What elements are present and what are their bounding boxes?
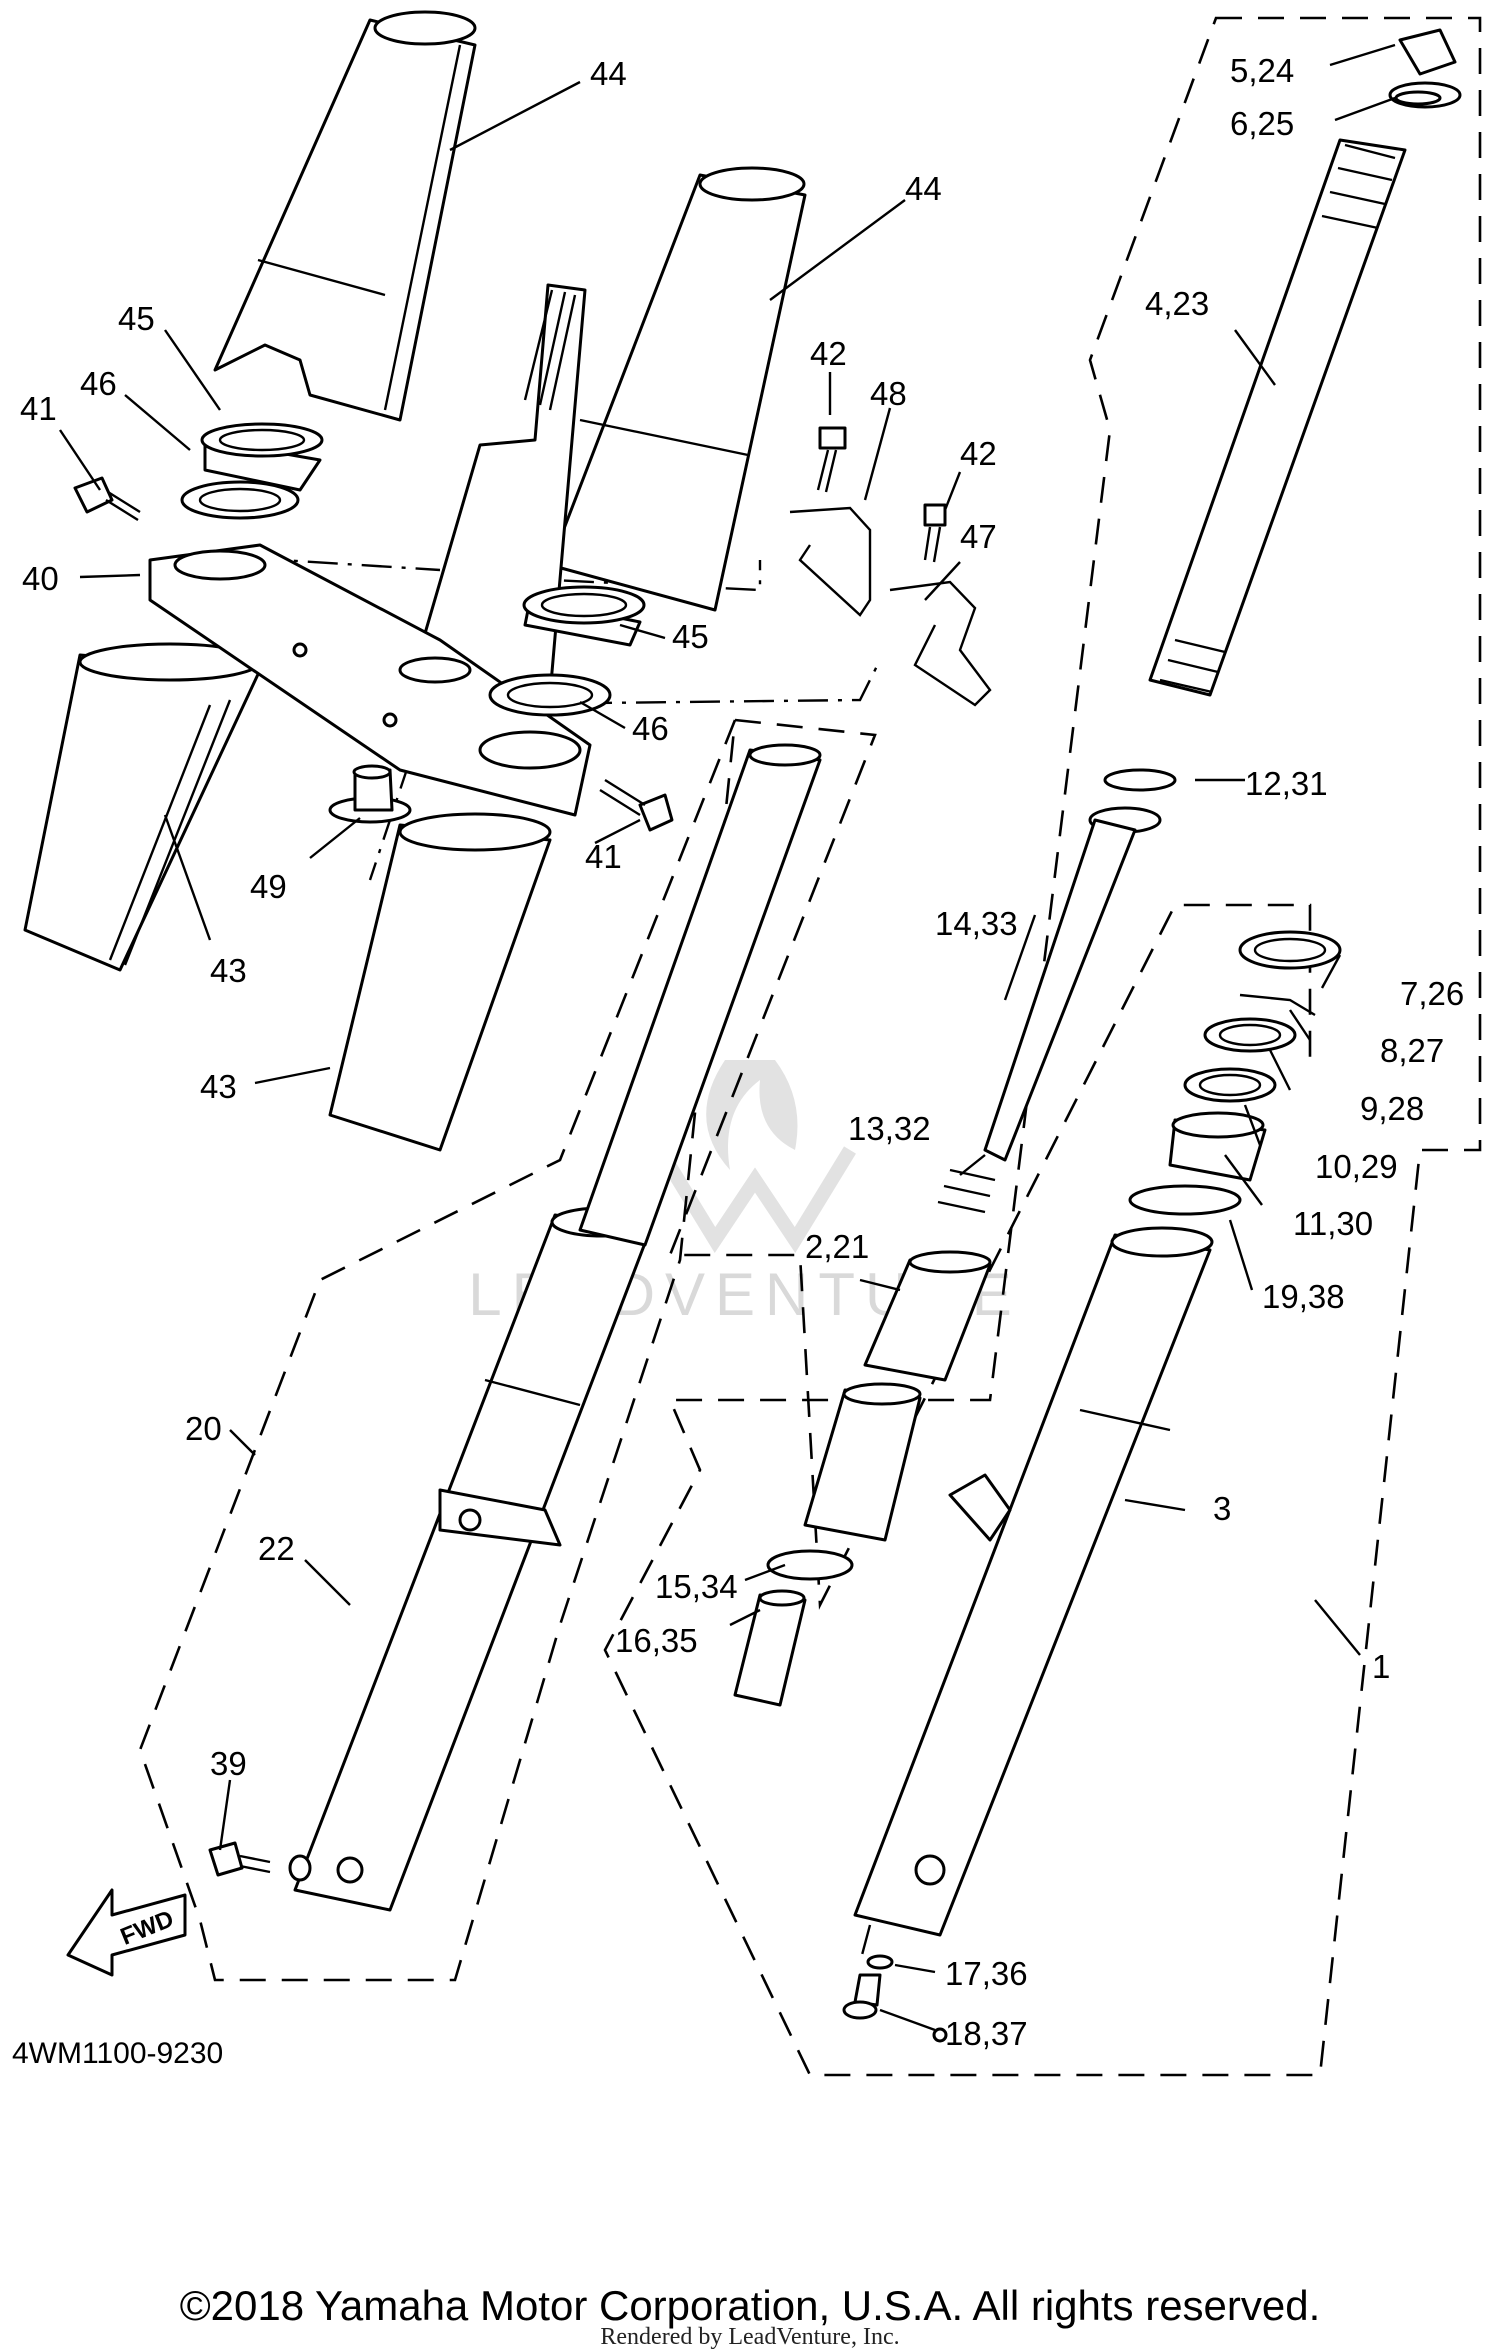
callout-40: 40: [22, 560, 59, 597]
bolt-42-lower: [923, 503, 947, 563]
washer-46-right: [488, 673, 612, 717]
diagram-code: 4WM1100-9230: [12, 2037, 223, 2070]
callout-5-24: 5,24: [1230, 52, 1294, 89]
callout-8-27: 8,27: [1380, 1032, 1444, 1069]
o-ring-19-38: [1128, 1184, 1242, 1216]
damper-rod-14-33: [983, 768, 1177, 1162]
rebound-spring-13-32: [937, 1168, 996, 1214]
cover-44-left: [213, 10, 477, 422]
oil-seal-9-28: [1203, 1017, 1297, 1053]
steering-stem: [410, 283, 587, 697]
callout-17-36: 17,36: [945, 1955, 1028, 1992]
bushing-11-30: [1168, 1111, 1267, 1182]
cover-43-right: [328, 812, 552, 1152]
callout-45-right: 45: [672, 618, 709, 655]
copyright-notice: ©2018 Yamaha Motor Corporation, U.S.A. A…: [180, 2282, 1321, 2329]
outer-tube-3: [853, 1226, 1214, 2043]
callout-43-right: 43: [200, 1068, 237, 1105]
washer-10-29: [1183, 1067, 1277, 1103]
callout-22: 22: [258, 1530, 295, 1567]
alignment-line-lower: [419, 659, 882, 707]
o-ring-6-25: [1394, 90, 1442, 106]
alignment-line-bottom-bolt: [860, 1924, 872, 1956]
seal-45-left: [200, 422, 324, 492]
inner-tube-2-21: [578, 743, 822, 1247]
fork-spring-4-23: [1148, 138, 1407, 697]
fwd-arrow-icon: FWD: [66, 1888, 187, 1977]
callout-43-left: 43: [210, 952, 247, 989]
callout-4-23: 4,23: [1145, 285, 1209, 322]
callout-49: 49: [250, 868, 287, 905]
callout-42-lower: 42: [960, 435, 997, 472]
callout-41-left: 41: [20, 390, 57, 427]
bracket-48: [789, 506, 872, 617]
callout-47: 47: [960, 518, 997, 555]
callout-14-33: 14,33: [935, 905, 1018, 942]
callout-labels: 44 44 45 46 41 40 42 48 42 47 45 46 41 4…: [20, 52, 1464, 2052]
bolt-41-right: [599, 778, 674, 832]
under-bracket-40: [148, 543, 592, 817]
callout-41-right: 41: [585, 838, 622, 875]
clip-8-27: [1239, 993, 1316, 1017]
bolt-41-left: [73, 476, 141, 522]
leader-lines: [59, 43, 1396, 2032]
callout-13-32: 13,32: [848, 1110, 931, 1147]
nut-49: [328, 764, 412, 824]
callout-39: 39: [210, 1745, 247, 1782]
bushing-16-35: [733, 1589, 807, 1707]
washer-17-36: [866, 1954, 894, 1970]
callout-6-25: 6,25: [1230, 105, 1294, 142]
washer-46-left: [180, 480, 300, 520]
assembly-outline-20: [138, 719, 737, 1982]
callout-3: 3: [1213, 1490, 1231, 1527]
assembly-outline-2-inner: [668, 718, 1312, 1610]
callout-18-37: 18,37: [945, 2015, 1028, 2052]
bolt-39: [208, 1841, 312, 1882]
callout-46-left: 46: [80, 365, 117, 402]
callout-46-right: 46: [632, 710, 669, 747]
callout-19-38: 19,38: [1262, 1278, 1345, 1315]
callout-44-right: 44: [905, 170, 942, 207]
callout-12-31: 12,31: [1245, 765, 1328, 802]
callout-45-left: 45: [118, 300, 155, 337]
callout-15-34: 15,34: [655, 1568, 738, 1605]
callout-42-upper: 42: [810, 335, 847, 372]
callout-44-left: 44: [590, 55, 627, 92]
assembly-outline-1: [603, 16, 1482, 2077]
callout-48: 48: [870, 375, 907, 412]
alignment-line-clamp: [509, 560, 762, 592]
callout-11-30: 11,30: [1293, 1205, 1373, 1242]
callout-10-29: 10,29: [1315, 1148, 1398, 1185]
seal-45-right: [522, 585, 646, 647]
callout-1: 1: [1372, 1648, 1390, 1685]
bolt-42-upper: [816, 426, 847, 493]
washer-15-34: [766, 1549, 854, 1581]
callout-20: 20: [185, 1410, 222, 1447]
dust-seal-7-26: [1238, 930, 1342, 970]
callout-2-21: 2,21: [805, 1228, 869, 1265]
bolt-18-37: [842, 1973, 882, 2020]
bracket-47: [889, 580, 992, 707]
callout-16-35: 16,35: [615, 1622, 698, 1659]
cover-44-right: [548, 166, 807, 612]
callout-9-28: 9,28: [1360, 1090, 1424, 1127]
callout-7-26: 7,26: [1400, 975, 1464, 1012]
cover-43-left: [23, 642, 262, 972]
rendered-by-notice: Rendered by LeadVenture, Inc.: [600, 2324, 899, 2350]
collar-2-21: [803, 1250, 992, 1542]
